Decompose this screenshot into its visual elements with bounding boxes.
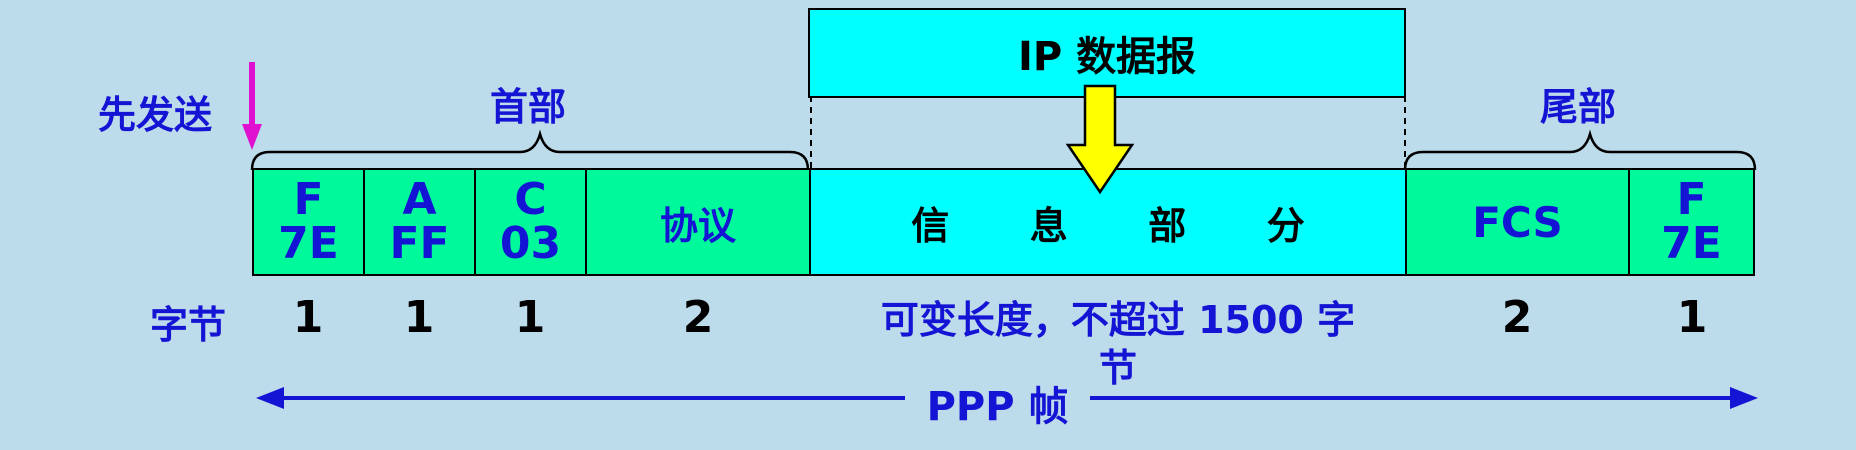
- control-field-value: 03: [499, 218, 562, 269]
- info-char-2: 息: [1029, 203, 1068, 248]
- byte-count-fcs: 2: [1501, 292, 1533, 343]
- address-field-value: FF: [389, 218, 450, 269]
- protocol-field-label: 协议: [659, 203, 736, 248]
- byte-count-info-line2: 节: [1098, 346, 1137, 390]
- byte-count-control: 1: [514, 292, 546, 343]
- byte-count-address: 1: [403, 292, 435, 343]
- control-field-name: C: [514, 174, 547, 225]
- address-field: A FF: [363, 168, 476, 276]
- byte-count-flag-start: 1: [292, 292, 324, 343]
- info-field: 信 息 部 分: [809, 168, 1407, 276]
- fcs-field-label: FCS: [1472, 197, 1563, 247]
- info-char-3: 部: [1148, 203, 1187, 248]
- bytes-label: 字节: [150, 303, 227, 347]
- info-char-1: 信: [911, 203, 950, 248]
- flag-field-end-name: F: [1676, 174, 1707, 225]
- frame-arrow-left-head: [256, 387, 284, 409]
- flag-field-end: F 7E: [1628, 168, 1755, 276]
- protocol-field: 协议: [585, 168, 811, 276]
- header-label: 首部: [490, 85, 567, 129]
- flag-field-end-value: 7E: [1661, 218, 1722, 269]
- frame-arrow-right-head: [1730, 387, 1758, 409]
- trailer-label: 尾部: [1540, 85, 1617, 129]
- info-char-4: 分: [1266, 203, 1305, 248]
- flag-field-start-name: F: [293, 174, 324, 225]
- send-first-label: 先发送: [98, 93, 213, 137]
- trailer-brace: [1403, 129, 1757, 171]
- send-first-arrow-head: [242, 124, 262, 150]
- byte-count-flag-end: 1: [1676, 292, 1708, 343]
- byte-count-info: 可变长度，不超过 1500 字 节: [838, 296, 1398, 392]
- address-field-name: A: [402, 174, 437, 225]
- byte-count-protocol: 2: [682, 292, 714, 343]
- flag-field-start-value: 7E: [278, 218, 339, 269]
- header-brace: [250, 129, 810, 171]
- fcs-field: FCS: [1405, 168, 1630, 276]
- byte-count-info-line1: 可变长度，不超过 1500 字: [880, 298, 1356, 342]
- ppp-frame-label: PPP 帧: [905, 374, 1090, 432]
- ip-datagram-label: IP 数据报: [1017, 34, 1197, 80]
- flag-field-start: F 7E: [252, 168, 365, 276]
- yellow-down-arrow-icon: [1065, 84, 1135, 195]
